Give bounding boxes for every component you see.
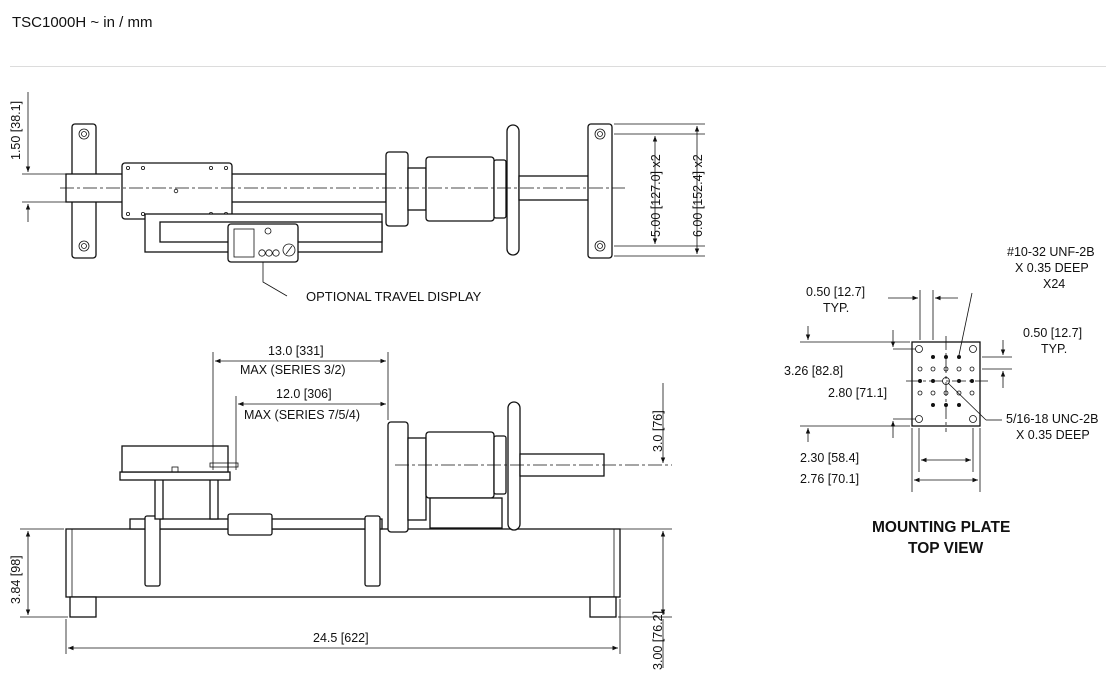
dim-right-top: 3.0 [76] bbox=[651, 410, 665, 452]
right-bracket bbox=[587, 123, 613, 259]
max-series-32-label: MAX (SERIES 3/2) bbox=[240, 363, 346, 377]
header-divider bbox=[10, 66, 1106, 67]
mounting-plate-view: #10-32 UNF-2B X 0.35 DEEP X24 0.50 [12.7… bbox=[784, 245, 1098, 557]
side-view: 3.84 [98] 24.5 [622] 3.0 [76] 3.00 [76.2… bbox=[9, 344, 672, 670]
max-series-754-value: 12.0 [306] bbox=[276, 387, 332, 401]
left-foot bbox=[69, 596, 97, 618]
typ-right-label: TYP. bbox=[1041, 342, 1067, 356]
side-motor-flange bbox=[387, 421, 409, 533]
dim-right-bottom: 3.00 [76.2] bbox=[651, 611, 665, 670]
display-block bbox=[227, 513, 273, 536]
top-view: OPTIONAL TRAVEL DISPLAY 1.50 [38.1] 5.00… bbox=[9, 92, 705, 304]
travel-display-callout: OPTIONAL TRAVEL DISPLAY bbox=[306, 289, 482, 304]
note-bottom-line2: X 0.35 DEEP bbox=[1016, 428, 1090, 442]
typ-top-value: 0.50 [12.7] bbox=[806, 285, 865, 299]
typ-top-label: TYP. bbox=[823, 301, 849, 315]
max-series-32-value: 13.0 [331] bbox=[268, 344, 324, 358]
handwheel bbox=[506, 124, 520, 256]
motor-body bbox=[425, 156, 495, 222]
dim-280: 2.80 [71.1] bbox=[828, 386, 887, 400]
max-series-754-label: MAX (SERIES 7/5/4) bbox=[244, 408, 360, 422]
note-top-line2: X 0.35 DEEP bbox=[1015, 261, 1089, 275]
note-top-line3: X24 bbox=[1043, 277, 1065, 291]
side-handwheel bbox=[507, 401, 521, 531]
right-support bbox=[364, 515, 381, 587]
carriage-plate bbox=[121, 162, 233, 220]
carriage-top bbox=[119, 471, 231, 481]
mounting-plate-title-2: TOP VIEW bbox=[908, 540, 984, 557]
mounting-plate-title-1: MOUNTING PLATE bbox=[872, 519, 1010, 536]
dim-height: 1.50 [38.1] bbox=[9, 101, 23, 160]
note-bottom-line1: 5/16-18 UNC-2B bbox=[1006, 412, 1098, 426]
dim-276: 2.76 [70.1] bbox=[800, 472, 859, 486]
dim-outer-spacing: 6.00 [152.4] x2 bbox=[691, 154, 705, 237]
page-title: TSC1000H ~ in / mm bbox=[12, 14, 153, 31]
motor-flange bbox=[385, 151, 409, 227]
dim-overall-length: 24.5 [622] bbox=[313, 631, 369, 645]
right-foot bbox=[589, 596, 617, 618]
dim-inner-spacing: 5.00 [127.0] x2 bbox=[649, 154, 663, 237]
dim-left-height: 3.84 [98] bbox=[9, 555, 23, 604]
typ-right-value: 0.50 [12.7] bbox=[1023, 326, 1082, 340]
note-top-line1: #10-32 UNF-2B bbox=[1007, 245, 1095, 259]
dim-230: 2.30 [58.4] bbox=[800, 451, 859, 465]
dim-326: 3.26 [82.8] bbox=[784, 364, 843, 378]
left-support bbox=[144, 515, 161, 587]
